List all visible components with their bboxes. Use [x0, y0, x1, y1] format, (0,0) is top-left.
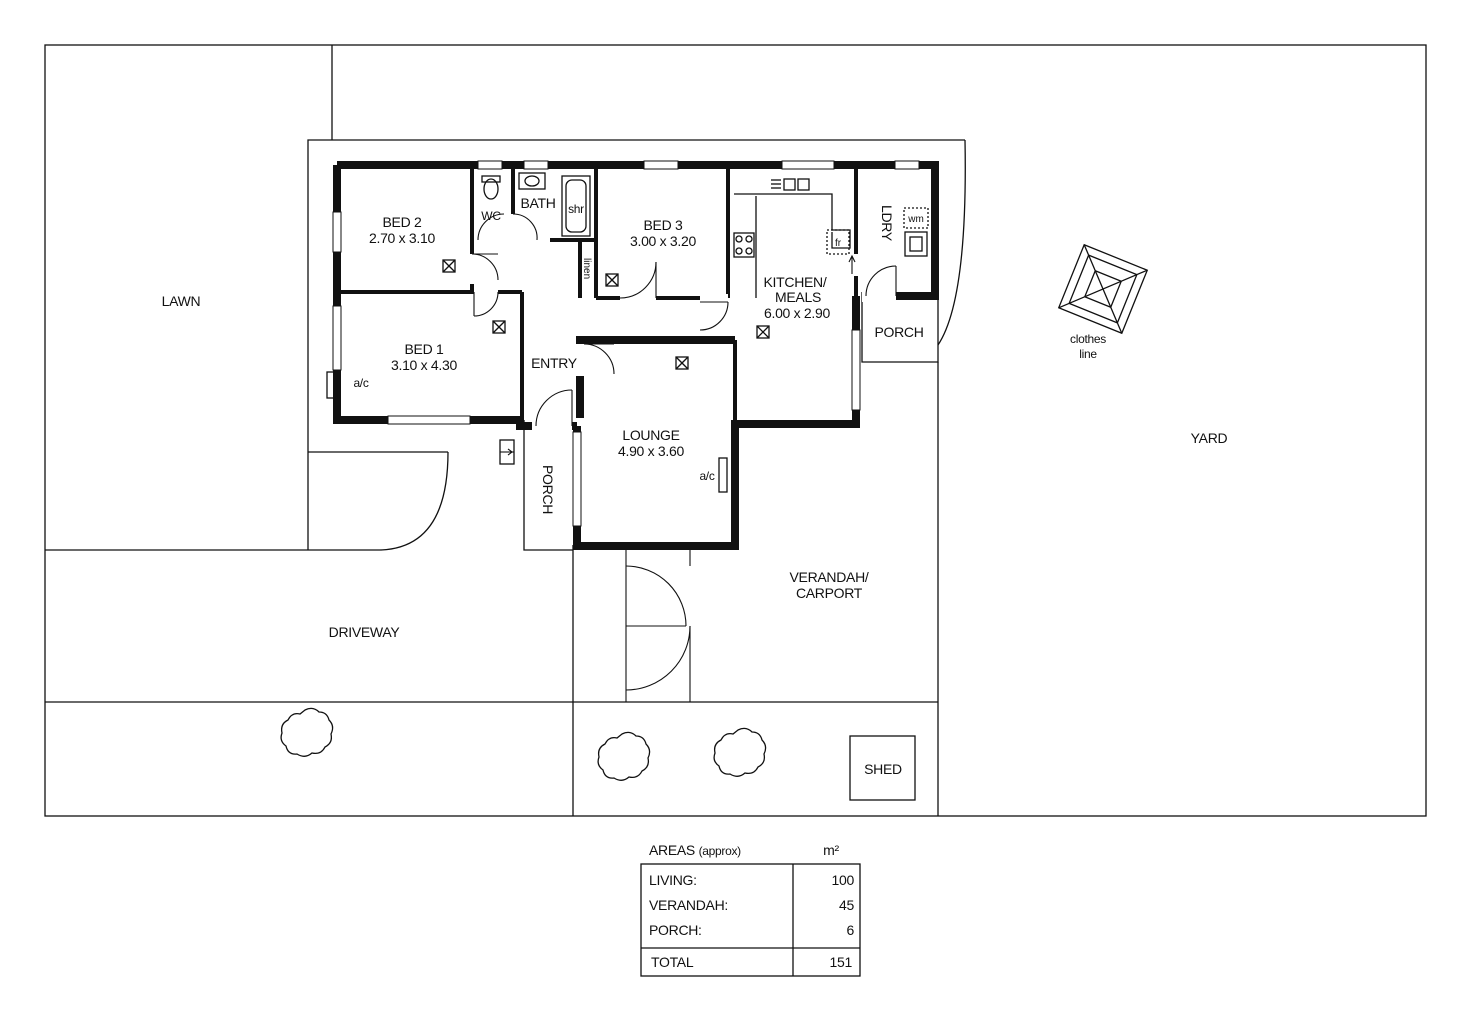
kitchen-size: 6.00 x 2.90	[764, 305, 830, 321]
toilet-icon	[481, 175, 501, 200]
lounge-size: 4.90 x 3.60	[618, 443, 684, 459]
bath-label: BATH	[520, 195, 555, 211]
verandah-label-line2: CARPORT	[796, 585, 863, 601]
areas-table	[640, 863, 861, 977]
bed2-label: BED 2	[383, 214, 422, 230]
bed3-label: BED 3	[644, 217, 683, 233]
ac-unit-bed1	[326, 371, 338, 399]
lawn-label: LAWN	[162, 293, 201, 309]
windows	[332, 160, 920, 527]
areas-row-value: 45	[839, 897, 854, 913]
ceiling-fan-icon	[442, 259, 770, 370]
kitchen-label-line1: KITCHEN/	[764, 274, 827, 290]
fixtures	[326, 172, 929, 493]
driveway-label: DRIVEWAY	[329, 624, 401, 640]
bed1-size: 3.10 x 4.30	[391, 357, 457, 373]
tree-icon	[280, 707, 767, 781]
rear-porch-label: PORCH	[874, 324, 923, 340]
clothes-line-label-line2: line	[1079, 347, 1097, 361]
shr-label: shr	[568, 202, 584, 216]
areas-row-value: 100	[832, 872, 855, 888]
ac-unit-lounge	[718, 457, 728, 493]
entry-label: ENTRY	[531, 355, 578, 371]
basin-icon	[518, 172, 546, 190]
bed2-size: 2.70 x 3.10	[369, 230, 435, 246]
laundry-label: LDRY	[879, 205, 895, 242]
carport-gate	[625, 550, 691, 702]
ac-lounge-label: a/c	[699, 469, 714, 483]
areas-row-value: 6	[847, 922, 855, 938]
doors	[468, 213, 897, 465]
fridge-label: fr	[835, 238, 842, 249]
wc-label: WC	[481, 209, 501, 223]
clothes-line-icon	[1057, 243, 1149, 335]
front-porch-label: PORCH	[540, 465, 556, 514]
shed-box	[849, 735, 916, 801]
areas-row-label: VERANDAH:	[649, 897, 728, 913]
lounge-label: LOUNGE	[622, 427, 679, 443]
bed3-size: 3.00 x 3.20	[630, 233, 696, 249]
ac-bed1-label: a/c	[353, 376, 368, 390]
areas-row-label: LIVING:	[649, 872, 697, 888]
kitchen-label-line2: MEALS	[775, 289, 821, 305]
areas-total-label: TOTAL	[651, 954, 694, 970]
site-boundary	[44, 44, 1427, 817]
sink-icon	[771, 178, 810, 191]
washing-machine-label: wm	[907, 214, 924, 225]
linen-label: linen	[581, 258, 592, 279]
clothes-line-label-line1: clothes	[1070, 332, 1106, 346]
areas-unit: m²	[823, 842, 839, 858]
shed-label: SHED	[864, 761, 902, 777]
areas-title: AREAS (approx)	[649, 842, 741, 858]
yard-label: YARD	[1191, 430, 1228, 446]
verandah-label-line1: VERANDAH/	[790, 569, 869, 585]
areas-row-label: PORCH:	[649, 922, 702, 938]
areas-total-value: 151	[830, 954, 853, 970]
bed1-label: BED 1	[405, 341, 444, 357]
